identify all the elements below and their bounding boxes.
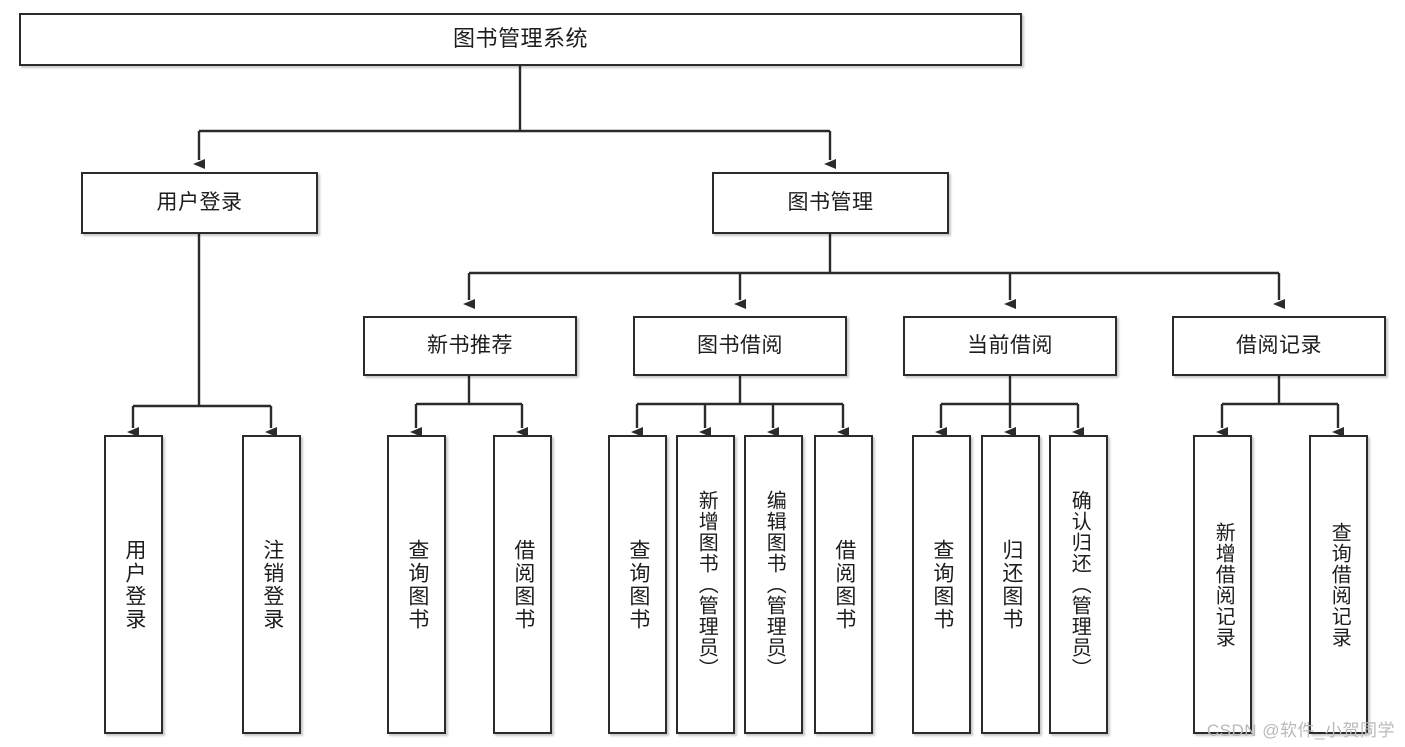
node-label: 借阅图书 bbox=[832, 538, 856, 631]
node-label: 图书借阅 bbox=[697, 334, 783, 358]
node-label: 注销登录 bbox=[260, 538, 284, 631]
node-book-borrow[interactable]: 图书借阅 bbox=[633, 316, 847, 376]
node-current-borrow[interactable]: 当前借阅 bbox=[903, 316, 1117, 376]
node-label: 归还图书 bbox=[999, 538, 1023, 631]
node-label: 图书管理 bbox=[787, 191, 874, 215]
leaf-user-login-logout[interactable]: 注销登录 bbox=[242, 435, 301, 734]
node-label: 查询借阅记录 bbox=[1328, 521, 1351, 648]
node-user-login[interactable]: 用户登录 bbox=[81, 172, 318, 234]
node-label: 查询图书 bbox=[930, 538, 954, 631]
leaf-current-confirm-return-admin[interactable]: 确认归还（管理员） bbox=[1049, 435, 1108, 734]
leaf-record-query-record[interactable]: 查询借阅记录 bbox=[1309, 435, 1368, 734]
node-label: 用户登录 bbox=[122, 538, 146, 631]
leaf-borrow-borrow-book[interactable]: 借阅图书 bbox=[814, 435, 873, 734]
leaf-record-add-record[interactable]: 新增借阅记录 bbox=[1193, 435, 1252, 734]
node-borrow-record[interactable]: 借阅记录 bbox=[1172, 316, 1386, 376]
node-new-book-recommend[interactable]: 新书推荐 bbox=[363, 316, 577, 376]
node-label: 确认归还（管理员） bbox=[1068, 490, 1091, 679]
node-label: 新增借阅记录 bbox=[1212, 521, 1235, 648]
leaf-borrow-query-book[interactable]: 查询图书 bbox=[608, 435, 667, 734]
node-label: 新增图书（管理员） bbox=[695, 490, 718, 679]
leaf-borrow-edit-book-admin[interactable]: 编辑图书（管理员） bbox=[744, 435, 803, 734]
node-label: 当前借阅 bbox=[967, 334, 1053, 358]
node-label: 用户登录 bbox=[156, 191, 243, 215]
node-label: 图书管理系统 bbox=[452, 26, 588, 52]
leaf-current-return-book[interactable]: 归还图书 bbox=[981, 435, 1040, 734]
node-label: 编辑图书（管理员） bbox=[763, 490, 786, 679]
node-book-management[interactable]: 图书管理 bbox=[712, 172, 949, 234]
leaf-user-login-login[interactable]: 用户登录 bbox=[104, 435, 163, 734]
leaf-recommend-query-book[interactable]: 查询图书 bbox=[387, 435, 446, 734]
leaf-recommend-borrow-book[interactable]: 借阅图书 bbox=[493, 435, 552, 734]
watermark: CSDN @软件_小贺同学 bbox=[1206, 721, 1395, 740]
node-label: 查询图书 bbox=[626, 538, 650, 631]
node-label: 借阅记录 bbox=[1236, 334, 1322, 358]
node-label: 新书推荐 bbox=[427, 334, 513, 358]
leaf-current-query-book[interactable]: 查询图书 bbox=[912, 435, 971, 734]
leaf-borrow-add-book-admin[interactable]: 新增图书（管理员） bbox=[676, 435, 735, 734]
node-label: 借阅图书 bbox=[511, 538, 535, 631]
node-root-system[interactable]: 图书管理系统 bbox=[19, 13, 1022, 66]
node-label: 查询图书 bbox=[405, 538, 429, 631]
